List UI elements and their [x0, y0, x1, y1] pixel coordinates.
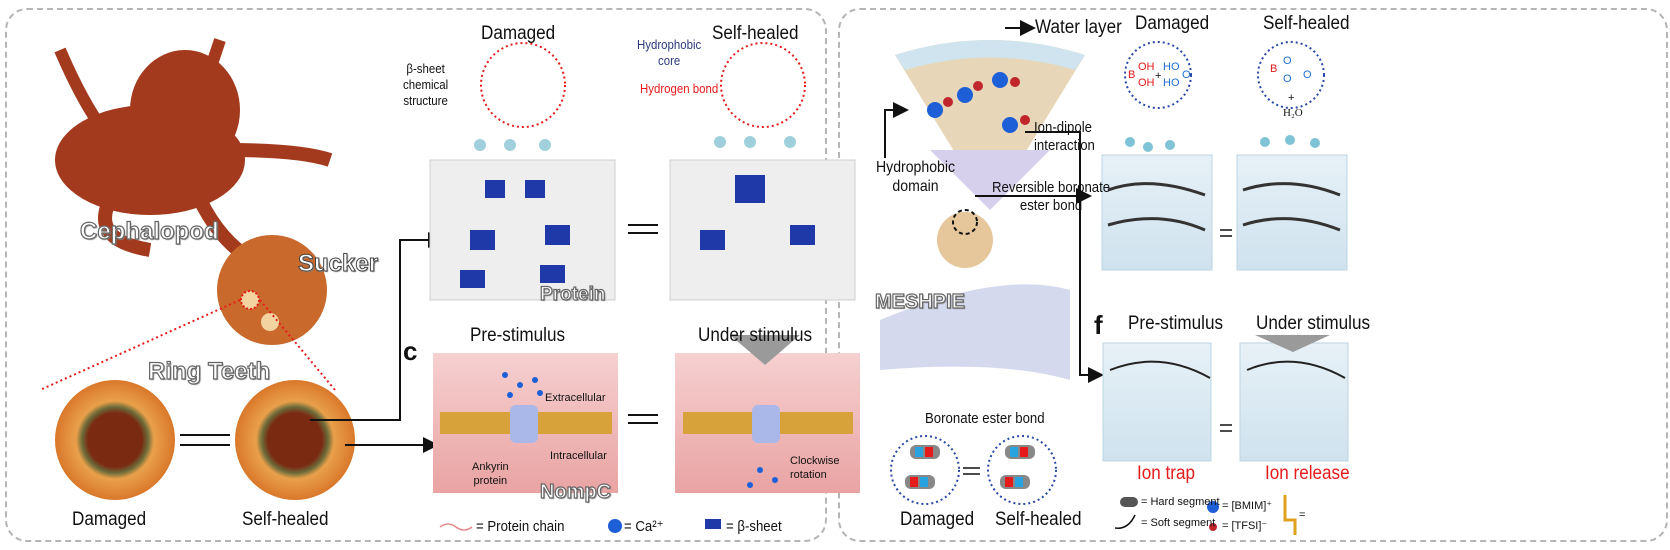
panel-letter-c: c — [403, 336, 418, 366]
ion-trap-box — [1102, 342, 1212, 462]
legend-hard-segment: = Hard segment — [1141, 496, 1220, 508]
meshpie-network-image — [880, 284, 1070, 380]
ring-teeth-damaged-image — [55, 380, 175, 500]
hydrogen-bond-label: Hydrogen bond — [640, 81, 719, 96]
legend-calcium: = Ca²⁺ — [624, 518, 664, 535]
calcium-legend-icon — [608, 519, 622, 533]
ion-release-box — [1239, 342, 1349, 462]
self-healed-title: Self-healed — [1263, 13, 1350, 34]
extracellular-label: Extracellular — [545, 392, 606, 404]
intracellular-label: Intracellular — [550, 450, 607, 462]
gel-healed-box — [1236, 154, 1348, 271]
hydrophobic-domain-label: Hydrophobic domain — [876, 159, 956, 195]
legend-tfsi: = [TFSI]⁻ — [1222, 520, 1268, 532]
pre-stimulus-label: Pre-stimulus — [470, 325, 566, 346]
hydrophobic-core-label: Hydrophobic core — [637, 37, 702, 68]
pre-stimulus-label-right: Pre-stimulus — [1128, 313, 1224, 334]
chem-oh: OH — [1138, 61, 1155, 73]
sucker-label: Sucker — [297, 250, 379, 277]
chem-ho: HO — [1163, 61, 1180, 73]
chem-o: O — [1303, 69, 1312, 81]
chem-boron: B — [1128, 69, 1136, 81]
ion-dipole-label: Ion-dipole interaction — [1034, 119, 1095, 154]
chem-ho: HO — [1163, 77, 1180, 89]
panel-letter-f: f — [1094, 310, 1103, 340]
tfsi-legend-icon — [1209, 523, 1217, 531]
legend-protein-chain: = Protein chain — [476, 518, 565, 535]
bottom-damaged-label: Damaged — [900, 509, 975, 530]
chem-oh: OH — [1138, 77, 1155, 89]
fluoro-chain-legend-icon — [1283, 495, 1297, 535]
beta-sheet-structure-label: β-sheet chemical structure — [403, 61, 449, 108]
chem-water: H₂O — [1283, 107, 1303, 119]
chem-o: O — [1283, 55, 1292, 67]
ring-self-healed-label: Self-healed — [242, 509, 329, 530]
gel-damaged-box — [1101, 154, 1213, 271]
hard-segment-legend-icon — [1120, 497, 1138, 507]
legend-bmim: = [BMIM]⁺ — [1222, 500, 1273, 512]
bmim-legend-icon — [1207, 501, 1219, 513]
under-stimulus-label: Under stimulus — [698, 325, 813, 346]
ankyrin-label: Ankyrin protein — [472, 461, 509, 487]
beta-sheet-legend-icon — [705, 519, 721, 529]
protein-chain-legend-icon — [439, 523, 473, 531]
chem-o: O — [1283, 73, 1292, 85]
boronate-segments — [905, 445, 1035, 489]
sphere-image — [937, 212, 993, 268]
cephalopod-label: Cephalopod — [79, 218, 219, 245]
octopus-image — [54, 38, 333, 277]
chem-boron: B — [1270, 63, 1278, 75]
sucker-image — [217, 235, 327, 345]
bottom-self-healed-label: Self-healed — [995, 509, 1082, 530]
protein-label: Protein — [539, 284, 606, 305]
ring-teeth-healed-image — [235, 380, 355, 500]
fan-diagram — [895, 40, 1085, 210]
chem-o: O — [1182, 69, 1191, 81]
protein-self-healed-title: Self-healed — [712, 23, 799, 44]
under-stimulus-label-right: Under stimulus — [1256, 313, 1371, 334]
damaged-title: Damaged — [1135, 13, 1210, 34]
soft-segment-legend-icon — [1114, 514, 1136, 529]
water-layer-label: Water layer — [1035, 17, 1122, 38]
ring-damaged-label: Damaged — [72, 509, 147, 530]
rotation-label: Clockwise rotation — [790, 455, 840, 481]
ion-release-label: Ion release — [1265, 463, 1350, 484]
nompc-label: NompC — [539, 481, 612, 503]
chem-plus: + — [1288, 92, 1295, 104]
legend-soft-segment: = Soft segment — [1141, 517, 1216, 529]
ring-teeth-label: Ring Teeth — [147, 358, 271, 385]
reversible-boronate-label: Reversible boronate ester bond — [992, 179, 1111, 214]
boronate-bond-label: Boronate ester bond — [925, 410, 1045, 427]
protein-damaged-title: Damaged — [481, 23, 556, 44]
legend-fluoro-chain: = — [1299, 509, 1306, 521]
protein-damaged-box — [429, 159, 616, 301]
chem-plus: + — [1155, 70, 1162, 82]
meshpie-label: MESHPIE — [874, 291, 966, 313]
ion-trap-label: Ion trap — [1137, 463, 1195, 484]
legend-beta-sheet: = β-sheet — [726, 518, 782, 535]
